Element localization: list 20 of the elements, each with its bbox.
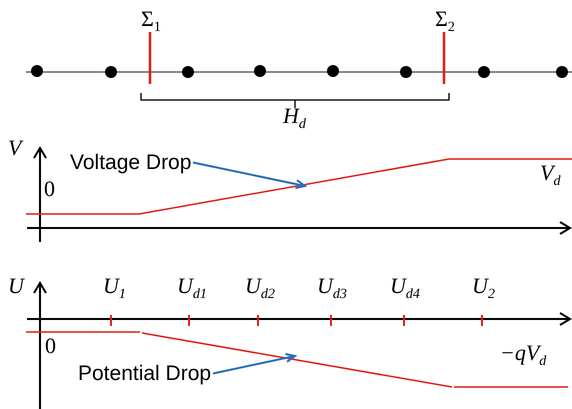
pointer-arrow	[212, 352, 296, 374]
potential-curve	[25, 331, 569, 388]
math-label: H$_{d}$	[283, 105, 306, 132]
annotation-text: Potential Drop	[78, 363, 212, 384]
math-label: U$_{d4}$	[390, 275, 420, 302]
math-label: V$_{d}$	[540, 162, 560, 189]
math-label: 0	[45, 335, 56, 357]
math-label: Σ$_{1}$	[141, 8, 161, 35]
math-label: U$_{d2}$	[245, 275, 275, 302]
math-label: U$_{d3}$	[317, 275, 347, 302]
annotation-text: Voltage Drop	[70, 152, 192, 173]
pointer-arrow	[192, 162, 306, 190]
math-label: U$_{2}$	[472, 275, 495, 302]
math-label: U$_{d1}$	[177, 275, 207, 302]
math-label: −qV$_{d}$	[500, 342, 546, 369]
math-label: U	[8, 275, 24, 297]
math-label: 0	[44, 178, 55, 200]
math-label: U$_{1}$	[103, 275, 126, 302]
math-label: V	[8, 137, 22, 159]
math-label: Σ$_{2}$	[435, 8, 455, 35]
